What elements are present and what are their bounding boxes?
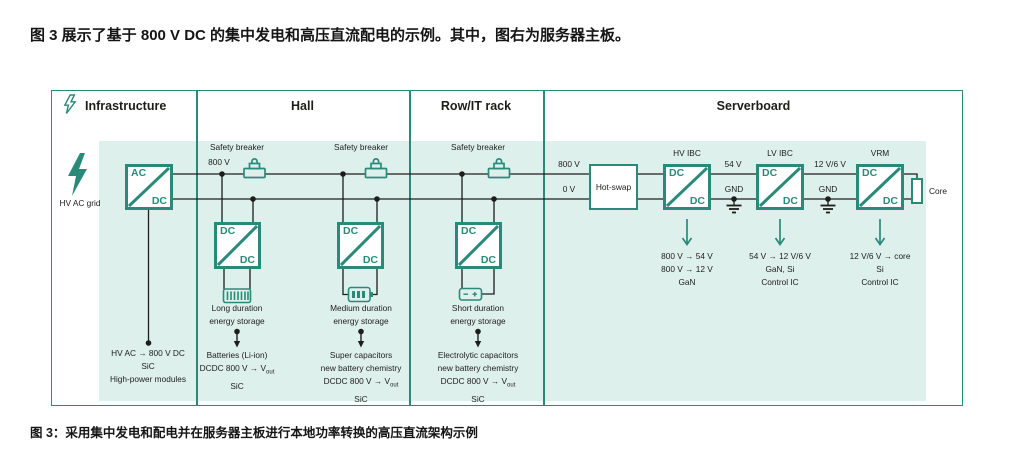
- section-title-row-it-rack: Row/IT rack: [440, 99, 512, 113]
- 12v6v-label: 12 V/6 V: [814, 159, 846, 169]
- section-title-serverboard: Serverboard: [716, 99, 791, 113]
- bus-800v-label: 800 V: [208, 157, 230, 167]
- junction-dots: [145, 171, 831, 346]
- converter-label-top: DC: [762, 167, 778, 179]
- ground-icon: [820, 199, 836, 214]
- section-title-hall: Hall: [291, 99, 314, 113]
- safety-breaker-label: Safety breaker: [334, 142, 388, 152]
- storage-tech-note: Batteries (Li-ion) DCDC 800 V → Vout SiC: [199, 350, 275, 391]
- battery-short-icon: [458, 287, 483, 301]
- core-label: Core: [929, 186, 947, 196]
- hv-ibc-converter: DC DC: [663, 164, 711, 210]
- section-title-infrastructure: Infrastructure: [85, 99, 167, 113]
- section-divider: [543, 91, 545, 405]
- safety-breaker-icon: [364, 158, 388, 179]
- converter-label-top: DC: [343, 225, 359, 237]
- converter-label-bottom: DC: [239, 254, 255, 266]
- vrm-label: VRM: [870, 148, 890, 158]
- dcdc-converter-hall-2: DC DC: [337, 222, 384, 269]
- serverboard-0v-label: 0 V: [562, 184, 576, 194]
- intro-text: 图 3 展示了基于 800 V DC 的集中发电和高压直流配电的示例。其中，图右…: [30, 27, 631, 44]
- lv-ibc-label: LV IBC: [767, 148, 793, 158]
- converter-label-top: DC: [461, 225, 477, 237]
- core-load-resistor: [911, 178, 923, 204]
- dcdc-converter-hall-1: DC DC: [214, 222, 261, 269]
- hv-ibc-label: HV IBC: [673, 148, 701, 158]
- infrastructure-flag-icon: [63, 94, 77, 114]
- stage-arrow-icon: [774, 219, 786, 246]
- vout-line: DCDC 800 V → Vout: [323, 376, 399, 389]
- converter-label-bottom: DC: [362, 254, 378, 266]
- stage-note: 12 V/6 V → core Si Control IC: [849, 251, 911, 287]
- stage-arrow-icon: [681, 219, 693, 246]
- converter-label-top: DC: [862, 167, 878, 179]
- converter-label-bottom: DC: [480, 254, 496, 266]
- serverboard-800v-label: 800 V: [558, 159, 580, 169]
- gnd-label: GND: [818, 184, 838, 194]
- converter-label-bottom: DC: [882, 195, 898, 207]
- section-divider: [196, 91, 198, 405]
- converter-label-top: AC: [131, 167, 147, 179]
- storage-tech-note: Super capacitors new battery chemistry D…: [320, 350, 402, 404]
- note-arrow-icon: [233, 328, 241, 348]
- acdc-converter: AC DC: [125, 164, 173, 210]
- battery-long-icon: [222, 288, 252, 304]
- note-arrow-icon: [474, 328, 482, 348]
- dcdc-converter-rack: DC DC: [455, 222, 502, 269]
- power-architecture-diagram: Infrastructure Hall Row/IT rack Serverbo…: [51, 90, 963, 406]
- wiring-overlay: [63, 94, 918, 348]
- lv-ibc-converter: DC DC: [756, 164, 804, 210]
- safety-breaker-label: Safety breaker: [451, 142, 505, 152]
- ground-icon: [726, 199, 742, 214]
- note-arrow-icon: [357, 328, 365, 348]
- hv-ac-grid-label: HV AC grid: [59, 198, 101, 208]
- storage-tech-note: Electrolytic capacitors new battery chem…: [437, 350, 519, 404]
- section-divider: [409, 91, 411, 405]
- converter-label-bottom: DC: [782, 195, 798, 207]
- 54v-label: 54 V: [724, 159, 742, 169]
- stage-note: 54 V → 12 V/6 V GaN, Si Control IC: [749, 251, 811, 287]
- converter-label-bottom: DC: [151, 195, 167, 207]
- stage-note: 800 V → 54 V 800 V → 12 V GaN: [661, 251, 713, 287]
- vout-line: DCDC 800 V → Vout: [440, 376, 516, 389]
- safety-breaker-icon: [243, 158, 266, 179]
- gnd-label: GND: [724, 184, 744, 194]
- safety-breaker-label: Safety breaker: [210, 142, 264, 152]
- converter-label-top: DC: [669, 167, 685, 179]
- converter-label-top: DC: [220, 225, 236, 237]
- battery-medium-icon: [347, 286, 373, 303]
- converter-label-bottom: DC: [689, 195, 705, 207]
- vout-line: DCDC 800 V → Vout: [199, 363, 275, 376]
- stage-arrow-icon: [874, 219, 886, 246]
- hv-ac-grid-lightning-icon: [68, 153, 87, 196]
- safety-breaker-icon: [487, 158, 511, 179]
- vrm-converter: DC DC: [856, 164, 904, 210]
- figure-caption: 图 3：采用集中发电和配电并在服务器主板进行本地功率转换的高压直流架构示例: [30, 426, 478, 440]
- hot-swap-box: Hot-swap: [589, 164, 638, 210]
